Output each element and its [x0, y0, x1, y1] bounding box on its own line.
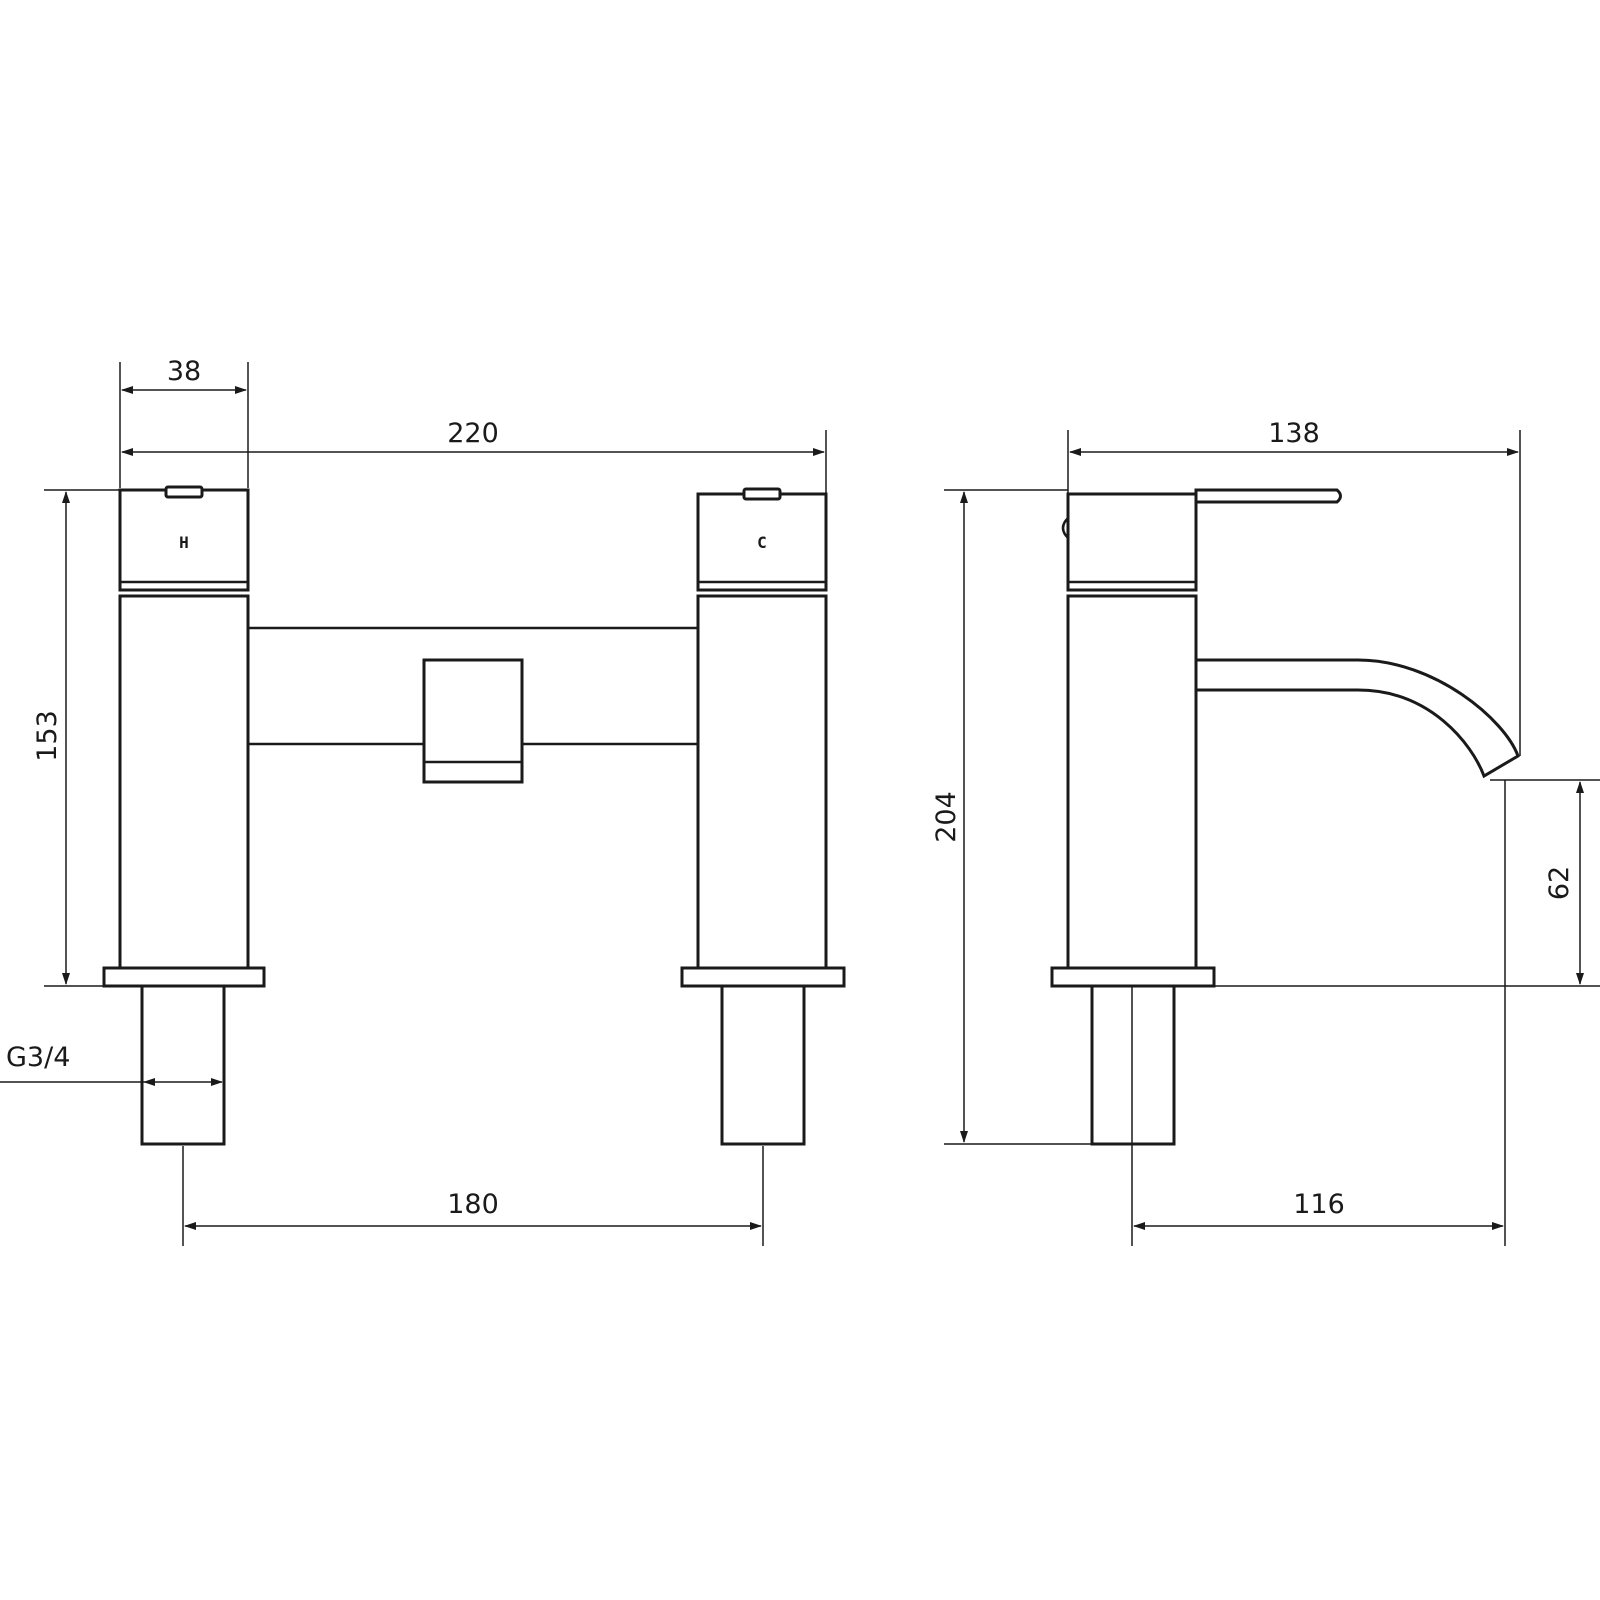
svg-text:153: 153 [32, 710, 63, 762]
dim-body-height: 153 [32, 491, 70, 985]
svg-text:38: 38 [167, 356, 201, 387]
dim-side-depth: 138 [1069, 418, 1519, 456]
hot-mark: H [179, 533, 189, 552]
side-body [1050, 488, 1342, 1146]
dim-spout-height: 62 [1544, 781, 1584, 985]
side-flange [1050, 966, 1216, 988]
svg-text:180: 180 [447, 1189, 499, 1220]
side-tail [1090, 984, 1176, 1146]
svg-text:204: 204 [931, 791, 962, 843]
bridge-and-spout [248, 626, 698, 784]
svg-text:220: 220 [447, 418, 499, 449]
hot-tail [140, 984, 226, 1146]
svg-text:G3/4: G3/4 [6, 1042, 70, 1073]
cold-tail [720, 984, 806, 1146]
hot-pillar: H [102, 485, 266, 1146]
dim-handle-width: 38 [121, 356, 247, 394]
dim-tap-centres: 180 [184, 1189, 762, 1230]
cold-flange [680, 966, 846, 988]
dim-thread-size: G3/4 [0, 1042, 223, 1086]
cold-handle-lever [742, 487, 782, 501]
hot-handle-lever [164, 485, 204, 499]
cold-pillar: C [680, 487, 846, 1146]
hot-flange [102, 966, 266, 988]
dim-overall-height: 204 [931, 491, 968, 1143]
dim-overall-width: 220 [121, 418, 825, 456]
svg-text:62: 62 [1544, 866, 1575, 900]
svg-text:138: 138 [1268, 418, 1320, 449]
dim-spout-reach: 116 [1133, 1189, 1504, 1230]
side-lever [1194, 488, 1342, 504]
svg-text:116: 116 [1293, 1189, 1345, 1220]
front-view: H C [0, 356, 846, 1246]
side-view: 138 204 62 116 [931, 418, 1600, 1246]
front-spout [422, 658, 524, 784]
side-button [1061, 517, 1069, 539]
cold-mark: C [757, 533, 767, 552]
side-spout [1194, 658, 1520, 779]
